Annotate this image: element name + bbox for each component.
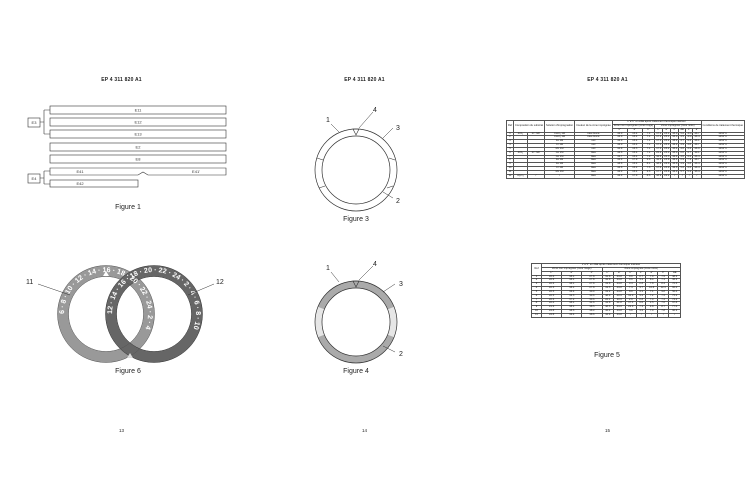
table-cell: 44.9	[601, 312, 614, 318]
table-cell: 11	[530, 312, 543, 318]
figure-3-caption: Figure 3	[343, 216, 369, 223]
ref-3: 3	[399, 281, 403, 288]
figure-3-diagram: 1 4 3 2	[314, 107, 400, 212]
page-13: EP 4 311 820 A1 E11 E12 E13 E2 E8 E41 E4…	[0, 0, 243, 486]
col-conditions: Conditions de traitement thermique	[700, 120, 745, 133]
ref-11: 11	[26, 279, 33, 286]
col-ref: Ref	[530, 263, 543, 276]
col-composition: Composition du substrat	[513, 120, 546, 133]
page-number: 14	[361, 428, 367, 433]
table-cell: Al₂O₃	[513, 173, 528, 179]
col-impregnated: Zone imprégnée (zone noire)	[654, 123, 702, 129]
ref-4: 4	[373, 261, 377, 268]
figure-1-caption: Figure 1	[115, 204, 141, 211]
figure-6-diagram: 6 · 8 · 10 · 12 · 14 · 16 · 18 · 20 · 22…	[26, 265, 224, 363]
col-ref: Ref	[505, 120, 515, 133]
label-e11: E11	[135, 108, 143, 113]
group-label-e4: E4	[32, 176, 38, 181]
table-cell: /	[684, 173, 694, 179]
label-e13: E13	[134, 132, 142, 137]
table-cell: bleu	[574, 173, 613, 179]
table-cell: 8.5	[641, 173, 656, 179]
ref-12: 12	[216, 279, 224, 286]
table-cell: /	[645, 312, 658, 318]
table-cell: /	[692, 173, 702, 179]
label-e8: E8	[136, 157, 142, 162]
table-cell: 17.9	[626, 173, 643, 179]
table-cell: /	[624, 312, 637, 318]
ref-1: 1	[326, 117, 330, 124]
ref-2: 2	[396, 198, 400, 205]
table-cell: /	[544, 173, 576, 179]
composition-table: Ref Composition du substrat Solution d'i…	[505, 120, 745, 179]
page-14: EP 4 311 820 A1 1 4 3 2 Figure 3	[243, 0, 486, 486]
table-cell: 36.4	[561, 312, 583, 318]
ref-2: 2	[399, 351, 403, 358]
figure-4-caption: Figure 4	[343, 368, 369, 375]
table-cell: 44.8	[613, 312, 626, 318]
table-cell: 38.6	[581, 312, 603, 318]
lab-table: Ref L*a*b* en 2ΔE après traitement therm…	[530, 263, 682, 318]
table-cell: /	[670, 173, 680, 179]
table-cell: 12	[505, 173, 515, 179]
label-e12: E12	[134, 120, 142, 125]
label-e42: E42	[76, 181, 84, 186]
table-cell: 46.3	[611, 173, 628, 179]
page-number: 15	[604, 428, 610, 433]
table-cell: 1450°C	[700, 173, 745, 179]
table-cell: /	[656, 312, 670, 318]
group-label-e3: E3	[32, 120, 38, 125]
figure-1-diagram: E11 E12 E13 E2 E8 E41 E41' E42 E3 E4	[27, 105, 227, 188]
page-number: 13	[118, 428, 124, 433]
table-cell: 18.9	[654, 173, 664, 179]
ref-4: 4	[373, 107, 377, 114]
label-e41: E41	[76, 169, 84, 174]
label-e41-prime: E41'	[192, 169, 200, 174]
ref-3: 3	[396, 125, 400, 132]
ref-1: 1	[326, 265, 330, 272]
figure-6-caption: Figure 6	[115, 368, 141, 375]
figure-4-diagram: 1 4 3 2	[314, 261, 403, 364]
figure-5-caption: Figure 5	[594, 352, 620, 359]
page-header: EP 4 311 820 A1	[101, 77, 142, 83]
table-cell: /	[526, 173, 546, 179]
table-cell: /	[678, 173, 686, 179]
table-cell: /	[635, 312, 647, 318]
page-header: EP 4 311 820 A1	[344, 77, 385, 83]
page-header: EP 4 311 820 A1	[587, 77, 628, 83]
table-cell: 22.2	[662, 173, 672, 179]
col-solution: Solution d'imprégnation	[544, 120, 576, 133]
page-15: EP 4 311 820 A1 Ref Composition du subst…	[486, 0, 745, 486]
table-cell: 24.8	[541, 312, 563, 318]
label-e2: E2	[136, 145, 142, 150]
table-cell: /	[668, 312, 681, 318]
col-color: Couleur de la zone imprégnée	[574, 120, 613, 133]
